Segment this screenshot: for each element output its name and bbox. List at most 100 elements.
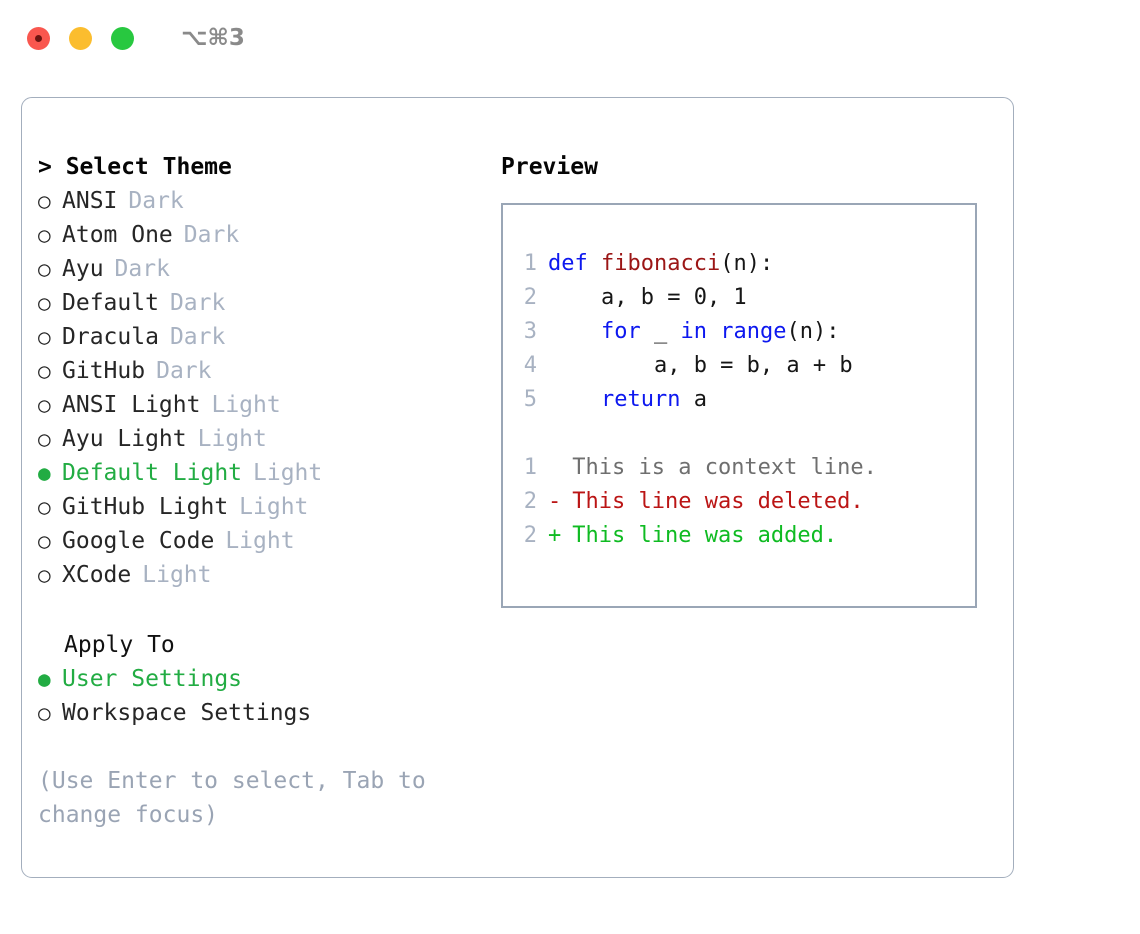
panel-columns: > Select Theme ○ ANSI Dark ○ Atom One Da… — [22, 98, 1013, 877]
code-token-plain: _ — [640, 319, 681, 344]
code-line: 3 for _ in range(n): — [515, 315, 975, 349]
code-token-keyword: return — [600, 387, 681, 412]
theme-variant-tag: Light — [211, 392, 281, 418]
code-token-builtin: range — [720, 319, 787, 344]
radio-icon: ○ — [38, 495, 51, 519]
preview-column: Preview 1 def fibonacci(n): 2 a, b = 0, … — [501, 150, 991, 608]
code-line: 4 a, b = b, a + b — [515, 349, 975, 383]
main-panel: > Select Theme ○ ANSI Dark ○ Atom One Da… — [21, 97, 1014, 878]
theme-name: Default — [62, 290, 159, 316]
theme-list-item[interactable]: ○ ANSI Dark — [38, 184, 488, 218]
theme-list-item[interactable]: ○ Ayu Dark — [38, 252, 488, 286]
diff-line-context: 1 This is a context line. — [515, 451, 975, 485]
radio-icon: ○ — [38, 393, 51, 417]
title-bar: ⌥⌘3 — [0, 0, 1140, 76]
close-button[interactable] — [27, 26, 50, 50]
theme-variant-tag: Dark — [114, 256, 170, 282]
select-theme-header: > Select Theme — [38, 154, 232, 180]
code-token-function: fibonacci — [600, 251, 721, 276]
theme-variant-tag: Dark — [156, 358, 212, 384]
code-line: 1 def fibonacci(n): — [515, 247, 975, 281]
radio-icon: ○ — [38, 359, 51, 383]
theme-list: ○ ANSI Dark ○ Atom One Dark ○ Ayu Dark — [38, 184, 488, 592]
theme-list-item[interactable]: ○ Ayu Light Light — [38, 422, 488, 456]
code-text: a, b = b, a + b — [537, 349, 853, 383]
theme-list-item[interactable]: ○ Dracula Dark — [38, 320, 488, 354]
apply-to-label: Workspace Settings — [62, 700, 312, 726]
theme-name: Dracula — [62, 324, 159, 350]
line-number: 2 — [523, 285, 537, 310]
line-number: 2 — [523, 489, 537, 514]
radio-icon: ○ — [38, 563, 51, 587]
section-divider — [38, 592, 488, 628]
preview-box: 1 def fibonacci(n): 2 a, b = 0, 1 3 for … — [501, 203, 977, 608]
theme-variant-tag: Light — [225, 528, 295, 554]
code-text: a, b = 0, 1 — [537, 281, 747, 315]
radio-icon: ○ — [38, 223, 51, 247]
radio-icon: ○ — [38, 257, 51, 281]
diff-text: This is a context line. — [572, 455, 877, 480]
radio-selected-icon: ● — [38, 461, 51, 485]
theme-variant-tag: Light — [197, 426, 267, 452]
theme-variant-tag: Light — [253, 460, 323, 486]
preview-spacer — [515, 417, 975, 451]
theme-variant-tag: Dark — [128, 188, 184, 214]
apply-to-header: Apply To — [64, 632, 175, 658]
line-number: 1 — [523, 455, 537, 480]
theme-list-item[interactable]: ○ Atom One Dark — [38, 218, 488, 252]
theme-name: Ayu Light — [62, 426, 187, 452]
code-token-keyword: def — [548, 251, 601, 276]
theme-list-item[interactable]: ○ ANSI Light Light — [38, 388, 488, 422]
theme-name: ANSI Light — [62, 392, 201, 418]
theme-list-item[interactable]: ○ Google Code Light — [38, 524, 488, 558]
code-line: 2 a, b = 0, 1 — [515, 281, 975, 315]
apply-to-item-workspace-settings[interactable]: ○ Workspace Settings — [38, 696, 488, 730]
diff-marker: - — [548, 489, 562, 514]
theme-list-item[interactable]: ○ XCode Light — [38, 558, 488, 592]
line-number: 5 — [523, 387, 537, 412]
radio-icon: ○ — [38, 189, 51, 213]
theme-selector-column: > Select Theme ○ ANSI Dark ○ Atom One Da… — [38, 150, 488, 832]
theme-name: Ayu — [62, 256, 104, 282]
theme-variant-tag: Light — [239, 494, 309, 520]
apply-to-item-user-settings[interactable]: ● User Settings — [38, 662, 488, 696]
code-token-plain: (n): — [720, 251, 774, 276]
line-number: 1 — [523, 251, 537, 276]
code-token-plain — [707, 319, 720, 344]
keyboard-hint-text: (Use Enter to select, Tab to change focu… — [38, 768, 440, 828]
code-token-plain — [548, 319, 601, 344]
diff-line-deleted: 2 - This line was deleted. — [515, 485, 975, 519]
code-text: return a — [537, 383, 707, 417]
theme-variant-tag: Light — [142, 562, 212, 588]
radio-icon: ○ — [38, 325, 51, 349]
theme-variant-tag: Dark — [183, 222, 240, 248]
theme-variant-tag: Dark — [169, 324, 226, 350]
maximize-button[interactable] — [111, 26, 134, 50]
code-line: 5 return a — [515, 383, 975, 417]
diff-text: This line was added. — [572, 523, 838, 548]
code-token-plain: a — [680, 387, 707, 412]
code-token-plain — [548, 387, 601, 412]
radio-icon: ○ — [38, 291, 51, 315]
theme-list-item[interactable]: ○ GitHub Light Light — [38, 490, 488, 524]
theme-name: Google Code — [62, 528, 215, 554]
line-number: 3 — [523, 319, 537, 344]
theme-list-item[interactable]: ○ Default Dark — [38, 286, 488, 320]
apply-to-list: ● User Settings ○ Workspace Settings — [38, 662, 488, 730]
minimize-button[interactable] — [69, 26, 92, 50]
window-controls — [27, 26, 134, 50]
theme-name: XCode — [62, 562, 132, 588]
code-token-keyword: for — [600, 319, 641, 344]
theme-name: Default Light — [62, 460, 243, 486]
radio-icon: ○ — [38, 529, 51, 553]
code-token-plain: (n): — [786, 319, 840, 344]
code-token-plain: a, b = b, a + b — [548, 353, 853, 378]
line-number: 2 — [523, 523, 537, 548]
theme-list-item-selected[interactable]: ● Default Light Light — [38, 456, 488, 490]
diff-text: This line was deleted. — [572, 489, 864, 514]
theme-variant-tag: Dark — [169, 290, 226, 316]
theme-name: ANSI — [62, 188, 118, 214]
radio-icon: ○ — [38, 427, 51, 451]
theme-list-item[interactable]: ○ GitHub Dark — [38, 354, 488, 388]
